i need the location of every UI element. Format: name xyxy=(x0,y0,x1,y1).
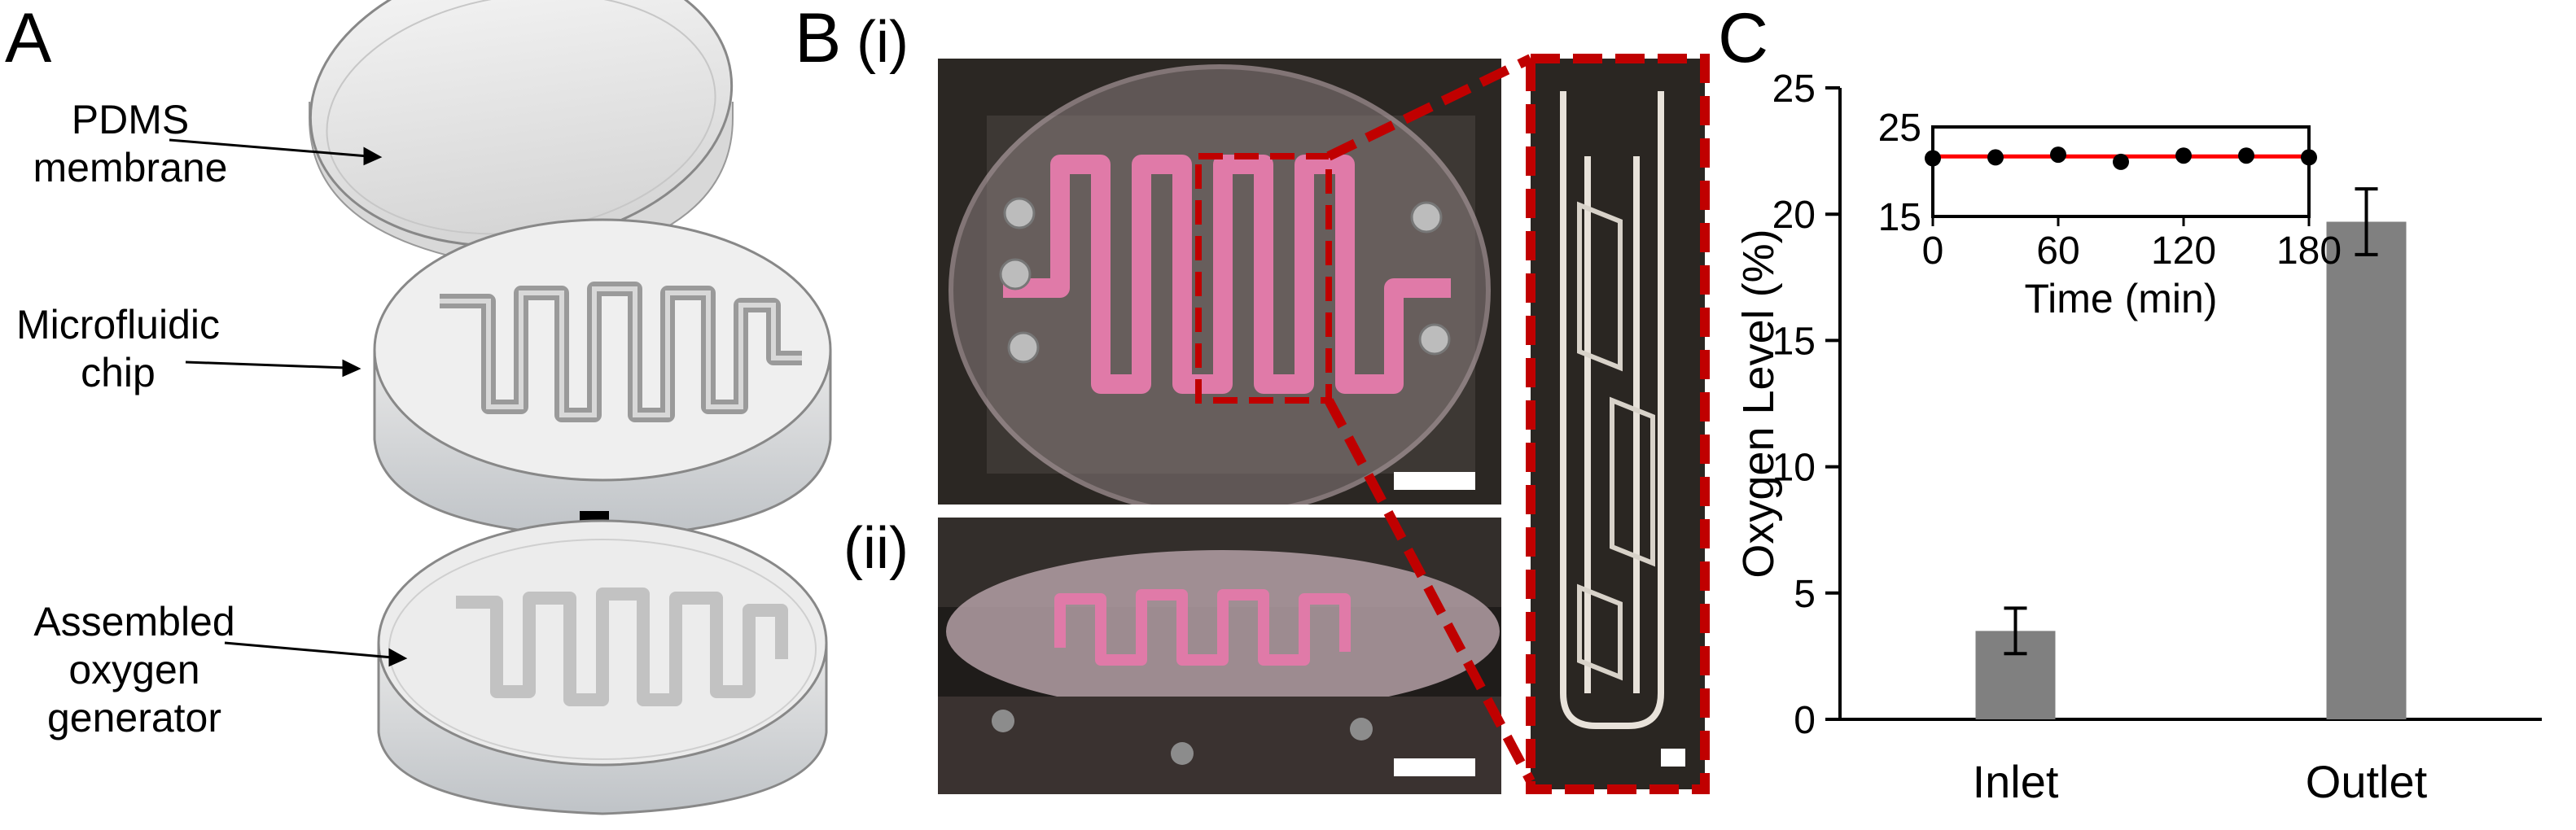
inset-data-point xyxy=(2175,147,2192,164)
inset-y-tick-label: 25 xyxy=(1878,107,1921,150)
inset-data-point xyxy=(1987,149,2004,166)
label-line: PDMS xyxy=(71,97,190,142)
inset-y-tick-label: 15 xyxy=(1878,196,1921,239)
inset-x-tick-label: 0 xyxy=(1922,229,1944,273)
inset-frame xyxy=(1931,125,2311,218)
label-line: membrane xyxy=(33,145,228,190)
label-pdms-membrane: PDMS membrane xyxy=(33,96,228,192)
panel-b-sub-ii: (ii) xyxy=(843,516,909,581)
panel-b-letter: B xyxy=(795,0,842,77)
photo-side-view xyxy=(938,518,1501,794)
label-line: oxygen xyxy=(68,647,200,692)
y-tick-label: 25 xyxy=(1772,68,1816,111)
device-illustration xyxy=(169,0,832,815)
inset-data-point xyxy=(2301,149,2317,166)
inset-data-point xyxy=(1925,150,1941,167)
inset-x-tick-label: 180 xyxy=(2276,229,2342,273)
photo-channel-zoom xyxy=(1531,59,1705,789)
y-tick-label: 20 xyxy=(1772,194,1816,237)
photo-top-view xyxy=(938,59,1501,505)
leader-arrows xyxy=(169,138,408,667)
y-tick-label: 5 xyxy=(1794,573,1816,616)
x-tick-label: Outlet xyxy=(2306,756,2428,807)
x-tick-label: Inlet xyxy=(1973,756,2059,807)
label-line: Assembled xyxy=(33,599,235,644)
microfluidic-chip xyxy=(373,218,832,539)
inset-data-point xyxy=(2113,153,2129,170)
label-line: Microfluidic xyxy=(15,302,221,347)
inset-x-tick-label: 120 xyxy=(2151,229,2216,273)
label-line: generator xyxy=(46,695,222,740)
y-tick-label: 0 xyxy=(1794,699,1816,742)
label-line: chip xyxy=(81,350,156,395)
panel-a-letter: A xyxy=(5,0,52,77)
panel-b-sub-i: (i) xyxy=(856,10,909,75)
inset-data-point xyxy=(2238,147,2254,164)
label-microfluidic-chip: Microfluidic chip xyxy=(0,301,236,397)
inset-x-tick-label: 60 xyxy=(2036,229,2079,273)
panel-a: A xyxy=(0,0,839,830)
inset-data-point xyxy=(2050,146,2066,164)
y-tick-label: 15 xyxy=(1772,320,1816,363)
label-assembled-oxygen-generator: Assembled oxygen generator xyxy=(0,598,269,742)
panel-c-letter: C xyxy=(1718,0,1769,77)
panel-b: B (i) (ii) xyxy=(795,0,1710,794)
y-tick-label: 10 xyxy=(1772,447,1816,490)
y-axis-label: Oxygen Level (%) xyxy=(1734,229,1783,578)
inset-x-axis-label: Time (min) xyxy=(2024,276,2217,321)
assembled-device xyxy=(377,519,828,815)
bar-outlet xyxy=(2326,221,2407,720)
